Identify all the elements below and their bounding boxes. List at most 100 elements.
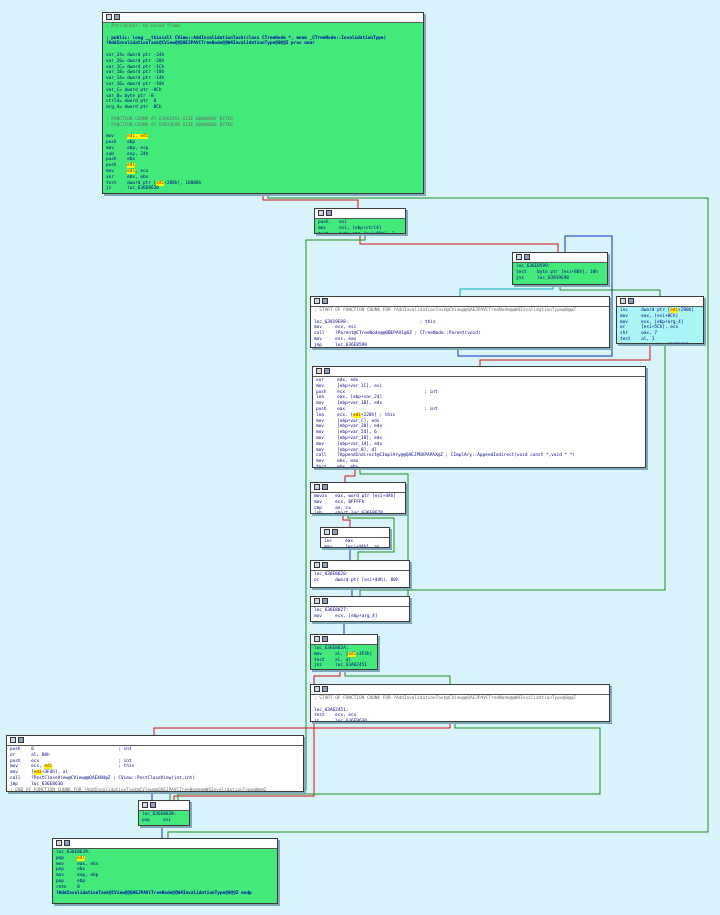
block-loc-636E8620[interactable]: loc_636E8620:or dword ptr [esi+44h], 80h bbox=[310, 560, 410, 588]
code-line: jmp loc_636E8599 bbox=[314, 342, 367, 348]
block-inc-edi-298h[interactable]: inc dword ptr [edi+298h]mov eax, [esi+0C… bbox=[616, 296, 704, 344]
code-line: inc eax bbox=[324, 539, 354, 544]
edge-n1-n15 bbox=[167, 194, 709, 838]
code-line: test dword ptr [edi+288h], 10000h bbox=[106, 180, 202, 186]
block-titlebar bbox=[139, 801, 189, 811]
code-line: loc_636E8630: bbox=[142, 812, 177, 817]
code-comment: ; Attributes: bp-based frame bbox=[106, 24, 181, 29]
window-icon bbox=[56, 840, 62, 846]
code-line: pop edi bbox=[56, 855, 86, 861]
code-line: mov ebx, eax bbox=[316, 459, 359, 465]
code-line: test byte ptr [esi+80h], 10h bbox=[516, 269, 598, 275]
block-loc-636E8627[interactable]: loc_636E8627:mov ecx, [ebp+arg_4] bbox=[310, 596, 410, 622]
edge-n12-n14 bbox=[177, 722, 601, 800]
block-titlebar bbox=[311, 483, 405, 493]
code-line: xor ebx, ebx bbox=[106, 174, 149, 180]
code-comment: ; FUNCTION CHUNK AT 63A62451 SIZE 000000… bbox=[106, 116, 233, 122]
graph-icon bbox=[322, 598, 328, 604]
register-highlight: edi, edi bbox=[127, 134, 149, 140]
edge-n5-n6 bbox=[479, 344, 651, 366]
code-line: mov [ebp+var_8], dl bbox=[316, 447, 377, 453]
window-icon bbox=[314, 686, 320, 692]
block-titlebar bbox=[617, 297, 703, 307]
block-titlebar bbox=[313, 367, 645, 377]
code-line: loc_636E8639: bbox=[56, 850, 91, 855]
graph-icon bbox=[322, 636, 328, 642]
graph-icon bbox=[628, 298, 634, 304]
window-icon bbox=[314, 298, 320, 304]
block-code: movzx eax, word ptr [esi+4Ah]mov ecx, 0F… bbox=[311, 493, 405, 514]
register-highlight: edi bbox=[670, 308, 679, 313]
code-line: mov [esi+4Ah], ax bbox=[324, 544, 380, 548]
block-titlebar bbox=[315, 209, 405, 219]
code-line: mov ecx, edi ; this bbox=[10, 764, 135, 770]
code-line: lea ecx, [edi+228h] ; this bbox=[316, 412, 396, 418]
graph-icon bbox=[18, 737, 24, 743]
code-line: test al, al bbox=[314, 657, 352, 663]
block-function-prologue[interactable]: ; Attributes: bp-based frame ; public: lo… bbox=[102, 12, 424, 194]
block-code: ; Attributes: bp-based frame ; public: lo… bbox=[103, 23, 423, 193]
code-line: test byte ptr [esi+80h], 2 bbox=[318, 232, 402, 233]
window-icon bbox=[516, 254, 522, 260]
graph-icon bbox=[322, 484, 328, 490]
graph-icon bbox=[326, 210, 332, 216]
block-titlebar bbox=[321, 528, 389, 538]
code-line: js loc_636E8630 bbox=[314, 719, 367, 722]
code-line: push 0 ; int bbox=[10, 747, 132, 752]
graph-icon bbox=[332, 529, 338, 535]
block-movzx-eax[interactable]: movzx eax, word ptr [esi+4Ah]mov ecx, 0F… bbox=[310, 482, 406, 514]
code-line: inc dword ptr [edi+298h] bbox=[620, 308, 695, 313]
block-loc-63A62451[interactable]: ; START OF FUNCTION CHUNK FOR ?AddInvali… bbox=[310, 684, 610, 722]
code-line: mov al, [edi+3F4h] bbox=[314, 651, 373, 657]
code-line: shr eax, 7 bbox=[620, 331, 658, 337]
code-line: movzx eax, word ptr [esi+4Ah] bbox=[314, 494, 396, 499]
code-line: loc_63A62451: bbox=[314, 707, 349, 713]
block-loc-63919E98[interactable]: ; START OF FUNCTION CHUNK FOR ?AddInvali… bbox=[310, 296, 610, 348]
code-line: lea eax, [ebp+var_24] bbox=[316, 395, 383, 401]
code-line: retn 8 bbox=[56, 884, 80, 890]
block-code: loc_636E862A:mov al, [edi+3F4h]test al, … bbox=[311, 645, 377, 669]
code-line: jnz short loc_636E8620 bbox=[620, 343, 700, 344]
code-line: loc_636E8599: bbox=[516, 264, 551, 269]
graph-icon bbox=[322, 686, 328, 692]
code-line: mov [ebp+var_C], edx bbox=[316, 418, 380, 424]
code-line: loc_636E8627: bbox=[314, 608, 349, 613]
edge-n12-n13 bbox=[153, 722, 451, 735]
code-line: pop ebx bbox=[56, 867, 86, 873]
graph-icon bbox=[524, 254, 530, 260]
code-line: xor edx, edx bbox=[316, 378, 359, 383]
code-line: ?AddInvalidationTask@CView@@QAEJPAVCTree… bbox=[106, 41, 315, 47]
code-line: jnb short loc_636E8620 bbox=[314, 511, 383, 514]
edge-n7-n8 bbox=[342, 514, 351, 527]
register-highlight: edi bbox=[353, 412, 361, 418]
code-line: mov ecx, esi bbox=[314, 325, 357, 331]
code-line: ctrl4= dword ptr 8 bbox=[106, 99, 157, 105]
code-line: pop esi bbox=[142, 817, 172, 823]
block-loc-636E862A[interactable]: loc_636E862A:mov al, [edi+3F4h]test al, … bbox=[310, 634, 378, 670]
block-titlebar bbox=[311, 597, 409, 607]
graph-icon bbox=[322, 298, 328, 304]
block-loc-636E8630[interactable]: loc_636E8630:pop esi bbox=[138, 800, 190, 826]
code-line: push edi bbox=[106, 163, 136, 169]
block-titlebar bbox=[311, 297, 609, 307]
window-icon bbox=[106, 14, 112, 20]
register-highlight: edi bbox=[127, 163, 136, 169]
block-code: loc_636E8630:pop esi bbox=[139, 811, 189, 825]
code-line: push eax ; int bbox=[316, 406, 438, 412]
code-line: call ?PostCloseView@CView@@QAEXHH@Z ; CV… bbox=[10, 775, 196, 781]
code-line: mov ebp, esp bbox=[106, 145, 149, 151]
block-titlebar bbox=[53, 839, 277, 849]
code-line: ; public: long __thiscall CView::AddInva… bbox=[106, 35, 387, 41]
block-loc-636E8599[interactable]: loc_636E8599:test byte ptr [esi+80h], 10… bbox=[512, 252, 608, 285]
code-line: mov [ebp+var_20], edx bbox=[316, 424, 383, 430]
code-line: test al, 1 bbox=[620, 336, 655, 342]
code-line: mov [ebp+var_14], edx bbox=[316, 441, 383, 447]
